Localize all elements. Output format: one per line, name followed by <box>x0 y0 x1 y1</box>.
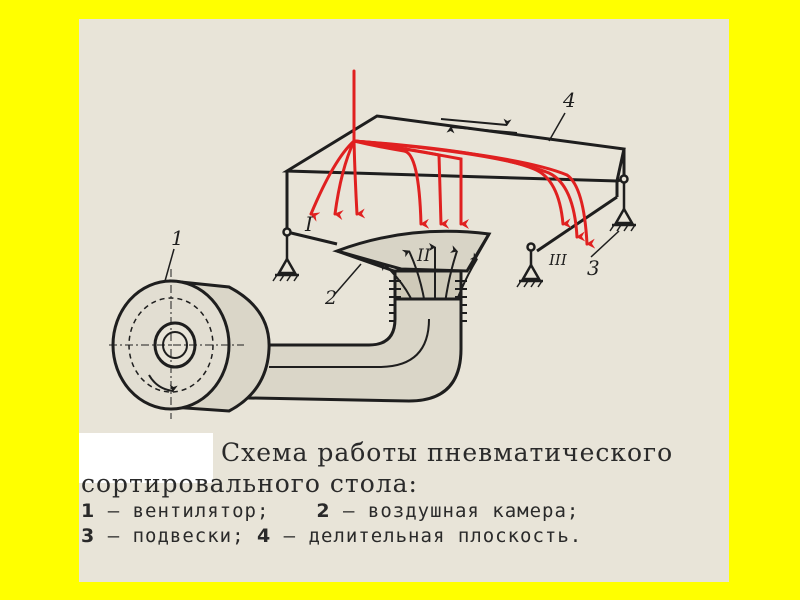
legend-text: — вентилятор; <box>107 500 270 522</box>
suspensions <box>275 174 636 283</box>
ground-hatching <box>272 224 636 288</box>
caption-line-1: Схема работы пневматического <box>221 438 674 467</box>
label-zone-2: II <box>416 246 431 266</box>
duct-inner-line <box>269 318 430 368</box>
legend-text: — воздушная камера; <box>343 500 580 522</box>
leader-suspensions <box>590 230 620 258</box>
legend-line-1: 1 — вентилятор; 2 — воздушная камера; <box>81 499 727 524</box>
legend-num: 2 <box>316 500 331 522</box>
label-fan: 1 <box>171 226 184 250</box>
legend-text: — делительная плоскость. <box>283 525 583 547</box>
fan <box>109 269 271 419</box>
pneumatic-table-diagram: 1 2 3 4 I II III <box>109 69 636 419</box>
label-dividing-plane: 4 <box>562 88 576 112</box>
label-zone-3: III <box>548 251 568 269</box>
leader-fan <box>164 248 175 282</box>
leader-air-chamber <box>334 263 362 295</box>
label-air-chamber: 2 <box>324 287 337 309</box>
caption-line-2: сортировального стола: <box>81 469 418 498</box>
legend-num: 3 <box>81 525 96 547</box>
legend-num: 1 <box>81 500 96 522</box>
chamber-edge <box>467 233 491 270</box>
figure-frame: 1 2 3 4 I II III Схема работы пневматиче… <box>79 19 729 582</box>
leader-dividing-plane <box>548 112 566 142</box>
label-zone-1: I <box>304 212 314 236</box>
legend-line-2: 3 — подвески; 4 — делительная плоскость. <box>81 524 727 549</box>
oscillation-arrows <box>440 118 518 134</box>
blank-patch <box>79 433 213 483</box>
material-flow <box>309 69 596 249</box>
legend-text: — подвески; <box>107 525 245 547</box>
legend-num: 4 <box>256 525 272 547</box>
label-suspensions: 3 <box>587 256 600 280</box>
figure-caption: Схема работы пневматического сортироваль… <box>81 437 727 549</box>
